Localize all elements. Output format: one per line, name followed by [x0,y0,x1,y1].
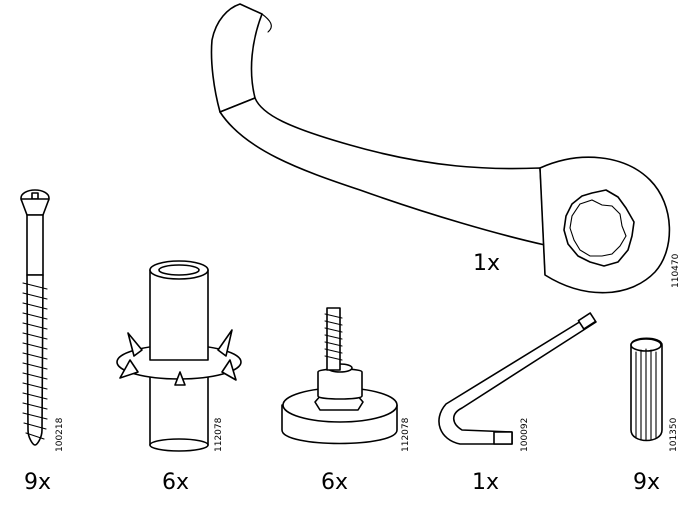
wrench-quantity: 1x [473,251,501,276]
tee-nut-quantity: 6x [162,470,190,495]
leveling-foot-illustration [281,307,398,445]
dowel-part-number: 101350 [669,417,679,452]
screw-part-number: 100218 [55,417,65,452]
tee-nut-part-number: 112078 [214,417,224,452]
screw-quantity: 9x [24,470,52,495]
dowel-illustration [630,337,663,442]
allen-key-illustration [438,312,597,445]
dowel-quantity: 9x [633,470,661,495]
leveling-foot-quantity: 6x [321,470,349,495]
wrench-illustration [210,3,671,294]
screw-illustration [20,189,50,446]
allen-key-part-number: 100092 [520,417,530,452]
leveling-foot-part-number: 112078 [401,417,411,452]
tee-nut-illustration [116,260,242,452]
allen-key-quantity: 1x [472,470,500,495]
wrench-part-number: 110470 [671,253,681,288]
